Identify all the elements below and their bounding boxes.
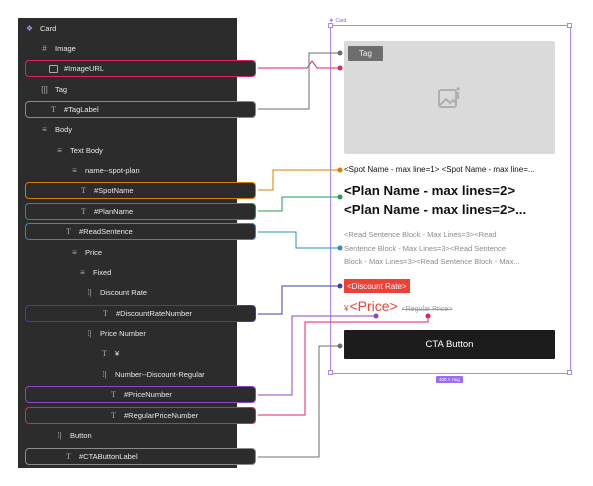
layer-label: Body	[55, 125, 73, 134]
frame-label: ❖ Card	[329, 18, 347, 24]
layer-label: #SpotName	[94, 186, 134, 195]
text-icon: T	[111, 390, 116, 399]
component-icon: ❖	[329, 18, 334, 24]
layer-label: Text Body	[70, 146, 103, 155]
layer-body[interactable]: ≡ Body	[40, 121, 72, 138]
price-row: ¥ <Price> <Regular Price>	[344, 298, 452, 314]
layer-label: Image	[55, 44, 76, 53]
layer-button[interactable]: ⁞| Button	[55, 427, 92, 444]
read-sentence-text: <Read Sentence Block - Max Lines=3><Read…	[344, 230, 520, 266]
horizontal-autolayout-icon: ⁞|	[102, 370, 107, 379]
layer-label: Tag	[55, 85, 68, 94]
layer-label: #RegularPriceNumber	[124, 411, 199, 420]
size-badge: 400 × Hug	[436, 376, 463, 383]
connector-discount-rate	[258, 285, 340, 315]
vertical-autolayout-icon: ≡	[57, 146, 62, 155]
tag-chip[interactable]: Tag	[348, 46, 383, 61]
connector-image-url	[258, 60, 340, 69]
layer-label: #CTAButtonLabel	[79, 452, 138, 461]
layer-discount-rate-number[interactable]: T #DiscountRateNumber	[25, 305, 256, 322]
text-icon: T	[81, 186, 86, 195]
vertical-autolayout-icon: ≡	[80, 268, 85, 277]
connector-spot-name	[258, 169, 340, 191]
layer-regular-price-number[interactable]: T #RegularPriceNumber	[25, 407, 256, 424]
image-icon	[49, 64, 58, 73]
layer-discount-rate[interactable]: ⁞| Discount Rate	[85, 284, 147, 301]
text-icon: T	[103, 309, 108, 318]
layer-label: #ReadSentence	[79, 227, 133, 236]
layer-label: #PlanName	[94, 207, 134, 216]
connector-tag-label	[258, 52, 340, 110]
layer-label: #DiscountRateNumber	[116, 309, 192, 318]
layer-label: ¥	[115, 349, 120, 358]
layer-fixed[interactable]: ≡ Fixed	[78, 264, 111, 281]
layer-image[interactable]: # Image	[40, 40, 76, 57]
layer-label: Discount Rate	[100, 288, 148, 297]
layer-label: name--spot-plan	[85, 166, 140, 175]
layer-label: Price Number	[100, 329, 146, 338]
text-icon: T	[51, 105, 56, 114]
text-icon: T	[102, 349, 107, 358]
layer-label: #ImageURL	[64, 64, 105, 73]
connector-read-sentence	[258, 231, 340, 249]
layer-cta-button-label[interactable]: T #CTAButtonLabel	[25, 448, 256, 465]
layer-label: Fixed	[93, 268, 112, 277]
layer-spot-name[interactable]: T #SpotName	[25, 182, 256, 199]
layer-number-discount-regular[interactable]: ⁞| Number--Discount-Regular	[100, 366, 205, 383]
resize-handle[interactable]	[328, 370, 333, 375]
layer-plan-name[interactable]: T #PlanName	[25, 203, 256, 220]
text-icon: T	[66, 452, 71, 461]
vertical-autolayout-icon: ≡	[42, 125, 47, 134]
layer-card[interactable]: ❖ Card	[25, 20, 56, 37]
image-icon	[438, 87, 460, 108]
frame-icon: #	[42, 44, 47, 53]
layer-yen[interactable]: T¥	[100, 345, 119, 362]
layer-image-url[interactable]: #ImageURL	[25, 60, 256, 77]
vertical-autolayout-icon: ≡	[72, 248, 77, 257]
spot-name-text: <Spot Name - max line=1> <Spot Name - ma…	[344, 165, 535, 174]
instance-icon: [|]	[41, 85, 48, 94]
layer-price[interactable]: ≡ Price	[70, 244, 102, 261]
price-text: <Price>	[349, 298, 398, 314]
horizontal-autolayout-icon: ⁞|	[87, 329, 92, 338]
discount-rate-badge: <Discount Rate>	[344, 279, 410, 293]
layer-label: Card	[40, 24, 57, 33]
layer-label: #TagLabel	[64, 105, 99, 114]
text-icon: T	[81, 207, 86, 216]
connector-plan-name	[258, 196, 340, 212]
layer-label: Button	[70, 431, 92, 440]
resize-handle[interactable]	[567, 23, 572, 28]
layer-label: #PriceNumber	[124, 390, 172, 399]
resize-handle[interactable]	[567, 370, 572, 375]
component-icon: ❖	[25, 24, 34, 33]
regular-price-text: <Regular Price>	[401, 306, 453, 313]
layer-label: Price	[85, 248, 103, 257]
resize-handle[interactable]	[328, 23, 333, 28]
cta-button[interactable]: CTA Button	[344, 330, 555, 359]
layer-tag-label[interactable]: T #TagLabel	[25, 101, 256, 118]
layer-label: Number--Discount-Regular	[115, 370, 205, 379]
horizontal-autolayout-icon: ⁞|	[57, 431, 62, 440]
layer-text-body[interactable]: ≡ Text Body	[55, 142, 103, 159]
layer-tag[interactable]: [|] Tag	[40, 81, 67, 98]
text-icon: T	[111, 411, 116, 420]
horizontal-autolayout-icon: ⁞|	[87, 288, 92, 297]
layer-name-spot-plan[interactable]: ≡ name--spot-plan	[70, 162, 140, 179]
layer-read-sentence[interactable]: T #ReadSentence	[25, 223, 256, 240]
connector-cta-label	[258, 345, 340, 458]
text-icon: T	[66, 227, 71, 236]
plan-name-text: <Plan Name - max lines=2> <Plan Name - m…	[344, 183, 527, 217]
layer-price-number[interactable]: ⁞| Price Number	[85, 325, 146, 342]
yen-symbol: ¥	[344, 304, 349, 313]
vertical-autolayout-icon: ≡	[72, 166, 77, 175]
layer-price-number-text[interactable]: T #PriceNumber	[25, 386, 256, 403]
